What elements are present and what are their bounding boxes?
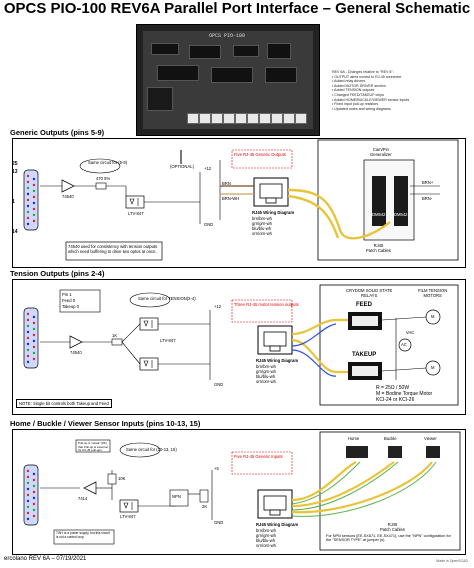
- tension-spec-1: R = 25Ω / 50W: [376, 385, 410, 391]
- revision-notes: REV 6A - Changes relative to "REV 6": • …: [332, 70, 410, 111]
- generic-note: 74540 used for consistency with tension …: [68, 244, 158, 254]
- generic-dm542-right: DM542: [394, 212, 408, 217]
- generic-patch-caption: RJ45 Patch Cables: [366, 243, 391, 253]
- tension-rj-caption: RJ45 Wiring Diagram: [256, 358, 299, 363]
- section-title-tension: Tension Outputs (pins 2-4): [10, 269, 105, 278]
- tension-truth-3: Takeup 0: [62, 304, 79, 309]
- generic-five-rj: Five RJ-45 Generic Outputs: [234, 152, 286, 157]
- tension-same-circuit: Same circuit for TENSION(2-4): [138, 296, 196, 301]
- board-label: OPCS PIO-100: [209, 33, 246, 39]
- generic-brn-minus: BRN-: [422, 196, 433, 201]
- tension-rj-line-3: blu/blu-wh: [256, 374, 276, 379]
- sensors-home: Home: [348, 436, 360, 441]
- sensors-rj-caption: RJ45 Wiring Diagram: [256, 522, 299, 527]
- generic-rj-line-4: orn/orn-wh: [252, 231, 273, 236]
- sensors-rj-line-1: brn/brn-wh: [256, 528, 277, 533]
- sensors-resistor-2: 2K: [202, 504, 208, 509]
- tension-rj-line-2: grn/grn-wh: [256, 369, 277, 374]
- generic-brn-wh: BRN-WH: [222, 196, 240, 201]
- sensors-rj-line-2: grn/grn-wh: [256, 533, 277, 538]
- generic-resistor: 470 5%: [96, 176, 111, 181]
- tension-resistor: 1K: [112, 333, 118, 338]
- tension-three-rj: Three RJ-45 motor tension outputs: [234, 302, 299, 307]
- tension-truth-2: Feed 0: [62, 298, 76, 303]
- generic-brn-plus: BRN+: [422, 180, 434, 185]
- sensors-npn-note: For NPN sensors (EE-SX671, EE-SX471), us…: [326, 534, 451, 543]
- section-title-generic: Generic Outputs (pins 5-9): [10, 128, 105, 137]
- generic-dm542-left: DM542: [372, 212, 386, 217]
- generic-pin-14: 14: [12, 229, 18, 235]
- tension-note: NOTE: Single bit controls both Takeup an…: [16, 399, 112, 409]
- tension-truth-1: Pin 1: [62, 292, 72, 297]
- sensors-viewer: Viewer: [424, 436, 437, 441]
- tension-takeup: TAKEUP: [352, 352, 377, 358]
- page-title: OPCS PIO-100 REV6A Parallel Port Interfa…: [3, 0, 471, 17]
- tension-chip: 74540: [70, 350, 82, 355]
- sensors-gnd: GND: [214, 520, 224, 525]
- sensors-buckle: Buckle: [384, 436, 397, 441]
- sensors-rj-line-4: orn/orn-wh: [256, 543, 277, 548]
- sensors-same-circuit: Same circuit for (10-13, 15): [126, 447, 177, 452]
- generic-chip: 74540: [62, 194, 74, 199]
- tension-spec-2: M = Bodine Torque Motor: [376, 391, 433, 397]
- board-photo: OPCS PIO-100: [136, 24, 320, 136]
- sensors-tiny-note: TINY is a power supply, but this circuit…: [56, 531, 110, 539]
- generic-servo-title: Cam/Pin Generalizer: [370, 147, 392, 157]
- generic-pin-13: 13: [12, 169, 18, 175]
- sensors-rj-line-3: blu/blu-wh: [256, 538, 276, 543]
- generic-rj-line-3: blu/blu-wh: [252, 226, 272, 231]
- generic-pin-25: 25: [12, 161, 18, 167]
- sensors-chip: 7414: [78, 496, 88, 501]
- generic-pin-1: 1: [12, 199, 15, 205]
- tension-rj-line-1: brn/brn-wh: [256, 364, 277, 369]
- tension-spec-3: KCI-24 or KCI-26: [376, 397, 415, 403]
- tension-motor-m-2: M: [431, 365, 435, 370]
- generic-optional: (OPTIONAL): [170, 164, 194, 169]
- generic-same-circuit: Same circuit for (5-9): [88, 160, 128, 165]
- tension-feed: FEED: [356, 302, 373, 308]
- footer-made-with: Made in OpenSCAD: [436, 559, 468, 563]
- generic-rj-line-1: brn/brn-wh: [252, 216, 273, 221]
- tension-opto: LTV-847: [160, 338, 176, 343]
- sensors-npn: NPN: [172, 494, 181, 499]
- generic-gnd: GND: [204, 222, 214, 227]
- footer-credit: ercolano REV 6A – 07/19/2021: [4, 556, 87, 562]
- tension-ac: AC: [401, 342, 407, 347]
- generic-schematic: [23, 139, 459, 261]
- tension-rj-line-4: orn/orn-wh: [256, 379, 277, 384]
- sensors-note-left: Pull-up is "weak" (8K) that Pull-up is e…: [78, 441, 108, 453]
- sensors-plus5: +5: [214, 466, 219, 471]
- section-title-sensors: Home / Buckle / Viewer Sensor Inputs (pi…: [10, 419, 201, 428]
- tension-plus12: +12: [214, 304, 222, 309]
- tension-relay-title: CRYDOM SOLID STATE RELAYS: [346, 288, 393, 298]
- tension-gnd: GND: [214, 382, 224, 387]
- sensors-opto: LTV-847: [120, 514, 136, 519]
- generic-brn: BRN: [222, 181, 231, 186]
- tension-motor-m-1: M: [431, 314, 435, 319]
- generic-plus12: +12: [204, 166, 212, 171]
- generic-opto: LTV-847: [128, 211, 144, 216]
- tension-motor-title: FILM TENSION MOTORS: [418, 288, 448, 298]
- sensors-resistor-1: 10K: [118, 476, 126, 481]
- sensor-schematic: [23, 431, 461, 551]
- tension-vac: VAC: [406, 330, 415, 335]
- tension-schematic: [23, 284, 459, 406]
- sensors-five-rj: Five RJ-45 Generic Inputs: [234, 454, 283, 459]
- sensors-patch-caption: RJ45 Patch Cables: [380, 522, 405, 532]
- generic-rj-line-2: grn/grn-wh: [252, 221, 273, 226]
- generic-rj-caption: RJ45 Wiring Diagram: [252, 210, 295, 215]
